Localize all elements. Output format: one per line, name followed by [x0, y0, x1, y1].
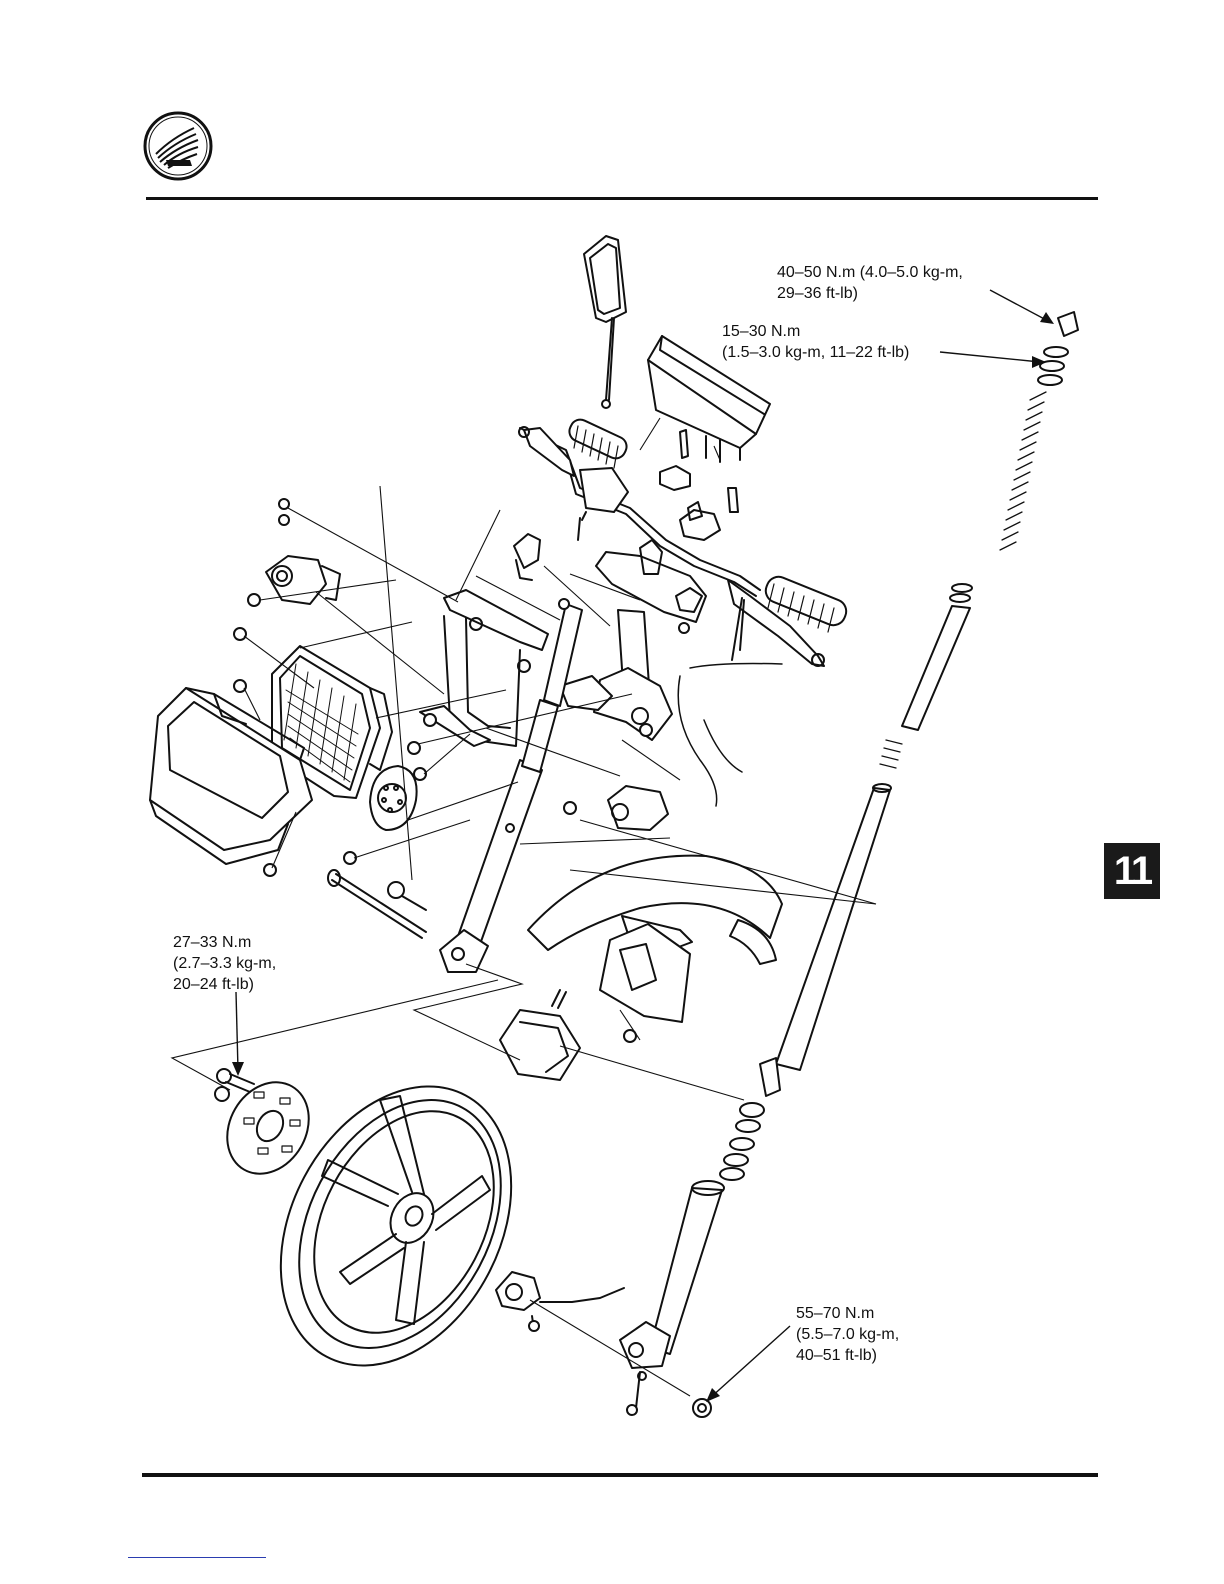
- turn-signal-mount: [514, 534, 540, 580]
- brake-caliper: [500, 990, 580, 1080]
- turn-signal-left: [266, 556, 340, 604]
- front-axle: [328, 870, 426, 938]
- fork-inner-tube: [720, 784, 891, 1180]
- speedometer-gearbox: [496, 1272, 624, 1331]
- horn: [370, 766, 417, 830]
- fork-lower-slider: [620, 1181, 724, 1417]
- headlight-bracket: [420, 590, 548, 746]
- torque-spec-handlebar: 40–50 N.m (4.0–5.0 kg-m, 29–36 ft-lb): [777, 262, 963, 304]
- torque-spec-axle-nut: 55–70 N.m (5.5–7.0 kg-m, 40–51 ft-lb): [796, 1303, 899, 1366]
- frame-outline: [678, 664, 782, 807]
- fork-spring-assembly: [880, 312, 1078, 768]
- torque-spec-fork-cap: 15–30 N.m (1.5–3.0 kg-m, 11–22 ft-lb): [722, 321, 909, 363]
- torque-spec-axle-pinch: 27–33 N.m (2.7–3.3 kg-m, 20–24 ft-lb): [173, 932, 276, 995]
- turn-signal-right: [608, 786, 668, 830]
- mirror: [584, 236, 626, 408]
- handlebar-holder: [660, 430, 738, 540]
- fender-brace: [600, 924, 690, 1022]
